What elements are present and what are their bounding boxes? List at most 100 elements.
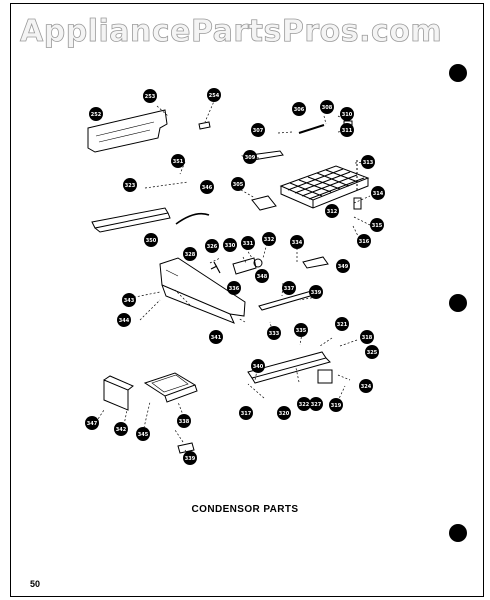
callout-bubble: 254 [207, 88, 221, 102]
callout-label: 350 [146, 238, 157, 244]
callout-label: 338 [179, 419, 190, 425]
callout-bubble: 253 [143, 89, 157, 103]
callout-bubble: 340 [251, 359, 265, 373]
callout-label: 339 [311, 290, 322, 296]
callout-label: 326 [207, 244, 218, 250]
page-number: 50 [30, 579, 41, 589]
callout-bubble: 327 [309, 397, 323, 411]
callout-bubble: 305 [231, 177, 245, 191]
callout-bubble: 310 [340, 107, 354, 121]
callout-bubble: 328 [183, 247, 197, 261]
callout-label: 339 [185, 456, 196, 462]
callout-bubble: 315 [370, 218, 384, 232]
callout-label: 321 [337, 322, 348, 328]
callout-label: 346 [202, 185, 213, 191]
callout-label: 307 [253, 128, 264, 134]
callout-label: 315 [372, 223, 383, 229]
callout-bubble: 336 [227, 281, 241, 295]
callout-bubble: 337 [282, 281, 296, 295]
callout-label: 340 [253, 364, 264, 370]
callout-label: 252 [91, 112, 102, 118]
binder-hole [449, 524, 467, 542]
callout-label: 332 [264, 237, 275, 243]
callout-bubble: 318 [360, 330, 374, 344]
watermark: AppliancePartsPros.com [20, 14, 443, 50]
callout-label: 306 [294, 107, 305, 113]
callout-label: 335 [296, 328, 307, 334]
callout-bubble: 323 [123, 178, 137, 192]
callout-label: 320 [279, 411, 290, 417]
callout-label: 349 [338, 264, 349, 270]
callout-bubble: 332 [262, 232, 276, 246]
callout-bubble: 335 [294, 323, 308, 337]
callout-bubble: 331 [241, 236, 255, 250]
callout-bubble: 306 [292, 102, 306, 116]
callout-bubble: 312 [325, 204, 339, 218]
callout-bubble: 346 [200, 180, 214, 194]
callout-bubble: 348 [255, 269, 269, 283]
callout-bubble: 351 [171, 154, 185, 168]
callout-label: 314 [373, 191, 384, 197]
callout-bubble: 345 [136, 427, 150, 441]
callout-bubble: 308 [320, 100, 334, 114]
callout-bubble: 334 [290, 235, 304, 249]
callout-label: 319 [331, 403, 342, 409]
callout-label: 317 [241, 411, 252, 417]
callout-label: 305 [233, 182, 244, 188]
callout-bubble: 325 [365, 345, 379, 359]
callout-bubble: 313 [361, 155, 375, 169]
callout-bubble: 342 [114, 422, 128, 436]
callout-label: 334 [292, 240, 303, 246]
callout-label: 312 [327, 209, 338, 215]
callout-label: 311 [342, 128, 353, 134]
callout-bubble: 307 [251, 123, 265, 137]
callout-label: 336 [229, 286, 240, 292]
callout-label: 345 [138, 432, 149, 438]
callout-bubble: 338 [177, 414, 191, 428]
callout-bubble: 333 [267, 326, 281, 340]
callout-bubble: 339 [183, 451, 197, 465]
callout-bubble: 343 [122, 293, 136, 307]
callout-label: 348 [257, 274, 268, 280]
binder-hole [449, 294, 467, 312]
callout-label: 343 [124, 298, 135, 304]
callout-bubble: 252 [89, 107, 103, 121]
callout-bubble: 341 [209, 330, 223, 344]
diagram-caption: CONDENSOR PARTS [191, 504, 299, 515]
callout-label: 318 [362, 335, 373, 341]
callout-label: 351 [173, 159, 184, 165]
callout-bubble: 350 [144, 233, 158, 247]
callout-bubble: 330 [223, 238, 237, 252]
callout-bubble: 314 [371, 186, 385, 200]
callout-bubble: 344 [117, 313, 131, 327]
callout-label: 309 [245, 155, 256, 161]
callout-label: 333 [269, 331, 280, 337]
callout-label: 347 [87, 421, 98, 427]
callout-label: 322 [299, 402, 310, 408]
callout-bubble: 320 [277, 406, 291, 420]
callout-label: 331 [243, 241, 254, 247]
callout-label: 316 [359, 239, 370, 245]
callout-bubble: 324 [359, 379, 373, 393]
callout-bubble: 339 [309, 285, 323, 299]
callout-bubble: 349 [336, 259, 350, 273]
callout-bubble: 319 [329, 398, 343, 412]
callout-bubble: 347 [85, 416, 99, 430]
callout-label: 308 [322, 105, 333, 111]
callout-label: 337 [284, 286, 295, 292]
callout-label: 330 [225, 243, 236, 249]
callout-label: 323 [125, 183, 136, 189]
callout-label: 327 [311, 402, 322, 408]
callout-label: 324 [361, 384, 372, 390]
callout-label: 254 [209, 93, 220, 99]
callout-bubble: 321 [335, 317, 349, 331]
page-border [10, 3, 484, 597]
callout-label: 342 [116, 427, 127, 433]
callout-label: 344 [119, 318, 130, 324]
callout-bubble: 317 [239, 406, 253, 420]
callout-label: 328 [185, 252, 196, 258]
callout-bubble: 311 [340, 123, 354, 137]
